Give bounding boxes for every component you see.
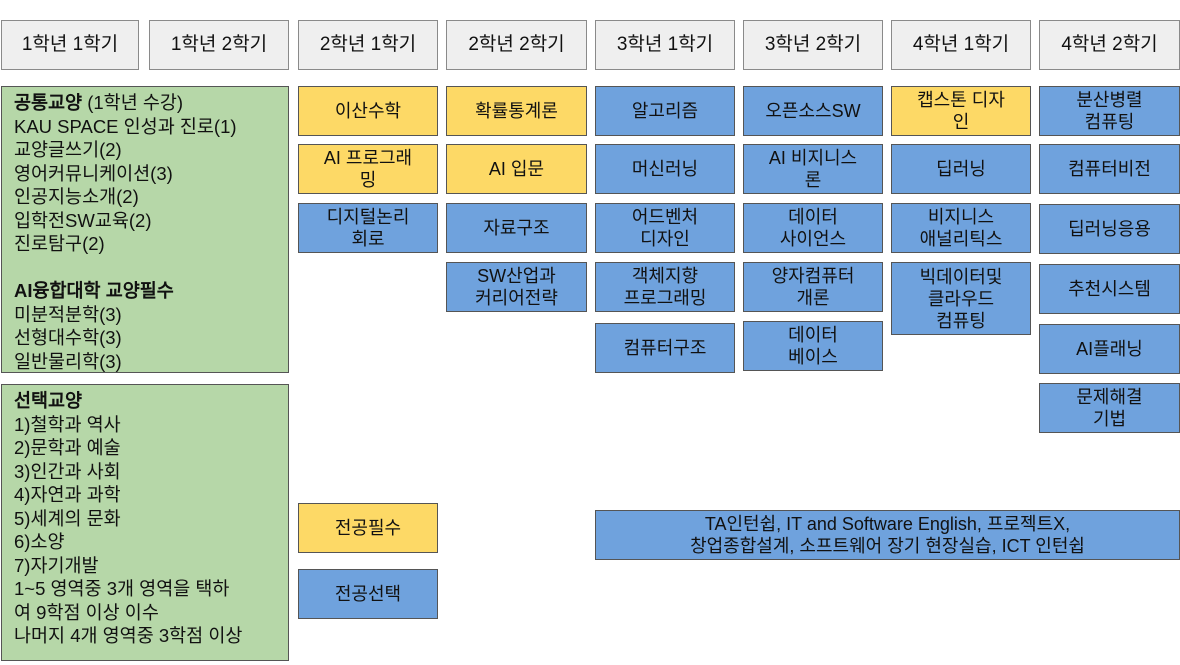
course-open-source-sw: 오픈소스SW	[743, 86, 883, 136]
course-data-structures: 자료구조	[446, 203, 587, 253]
general-item: 영어커뮤니케이션(3)	[14, 162, 173, 184]
elective-item: 5)세계의 문화	[14, 507, 121, 529]
header-y4s1: 4학년 1학기	[891, 20, 1031, 70]
general-item: 교양글쓰기(2)	[14, 139, 122, 160]
elective-item: 7)자기개발	[14, 554, 99, 576]
course-discrete-math: 이산수학	[298, 86, 438, 136]
ai-required-item: 미분적분학(3)	[14, 303, 122, 325]
ai-required-title: AI융합대학 교양필수	[14, 280, 174, 301]
ai-required-item: 선형대수학(3)	[14, 327, 122, 348]
course-business-analytics: 비지니스 애널리틱스	[891, 203, 1031, 253]
elective-education-panel: 선택교양 1)철학과 역사 2)문학과 예술 3)인간과 사회 4)자연과 과학…	[1, 384, 289, 661]
ai-required-item: 일반물리학(3)	[14, 350, 122, 372]
course-oop: 객체지향 프로그래밍	[595, 262, 735, 312]
elective-item: 6)소양	[14, 531, 65, 552]
course-deep-learning: 딥러닝	[891, 144, 1031, 194]
elective-item: 1)철학과 역사	[14, 413, 121, 435]
course-data-science: 데이터 사이언스	[743, 203, 883, 253]
legend-major-elective: 전공선택	[298, 569, 438, 619]
elective-item: 나머지 4개 영역중 3학점 이상	[14, 625, 243, 646]
course-sw-industry-career: SW산업과 커리어전략	[446, 262, 587, 312]
header-y2s1: 2학년 1학기	[298, 20, 438, 70]
course-deep-learning-applications: 딥러닝응용	[1039, 204, 1180, 254]
course-machine-learning: 머신러닝	[595, 144, 735, 194]
course-ai-business: AI 비지니스 론	[743, 144, 883, 194]
course-computer-vision: 컴퓨터비전	[1039, 144, 1180, 194]
header-y1s1: 1학년 1학기	[1, 20, 139, 70]
elective-item: 4)자연과 과학	[14, 484, 121, 505]
course-capstone-design: 캡스톤 디자 인	[891, 86, 1031, 136]
elective-title: 선택교양	[14, 390, 83, 411]
legend-major-required: 전공필수	[298, 503, 438, 553]
header-y3s2: 3학년 2학기	[743, 20, 883, 70]
header-y1s2: 1학년 2학기	[149, 20, 289, 70]
general-item: 입학전SW교육(2)	[14, 209, 152, 231]
course-distributed-computing: 분산병렬 컴퓨팅	[1039, 86, 1180, 136]
course-bigdata-cloud: 빅데이터및 클라우드 컴퓨팅	[891, 262, 1031, 335]
general-item: 인공지능소개(2)	[14, 186, 139, 207]
header-y2s2: 2학년 2학기	[446, 20, 587, 70]
elective-item: 1~5 영역중 3개 영역을 택하	[14, 578, 230, 599]
general-item: 진로탐구(2)	[14, 233, 105, 254]
course-recommender-systems: 추천시스템	[1039, 264, 1180, 314]
general-education-panel: 공통교양 (1학년 수강) KAU SPACE 인성과 진로(1) 교양글쓰기(…	[1, 86, 289, 373]
elective-item: 2)문학과 예술	[14, 437, 121, 458]
elective-item: 3)인간과 사회	[14, 460, 121, 482]
course-quantum-computer: 양자컴퓨터 개론	[743, 262, 883, 312]
course-adventure-design: 어드벤처 디자인	[595, 203, 735, 253]
course-database: 데이터 베이스	[743, 321, 883, 371]
general-title: 공통교양 (1학년 수강)	[14, 92, 184, 113]
course-computer-architecture: 컴퓨터구조	[595, 323, 735, 373]
course-problem-solving: 문제해결 기법	[1039, 383, 1180, 433]
header-y4s2: 4학년 2학기	[1039, 20, 1180, 70]
header-y3s1: 3학년 1학기	[595, 20, 735, 70]
course-digital-logic: 디지털논리 회로	[298, 203, 438, 253]
course-probability-statistics: 확률통계론	[446, 86, 587, 136]
course-algorithms: 알고리즘	[595, 86, 735, 136]
general-item: KAU SPACE 인성과 진로(1)	[14, 115, 237, 137]
internship-programs: TA인턴쉽, IT and Software English, 프로젝트X, 창…	[595, 510, 1180, 560]
course-ai-programming: AI 프로그래 밍	[298, 144, 438, 194]
course-ai-planning: AI플래닝	[1039, 324, 1180, 374]
elective-item: 여 9학점 이상 이수	[14, 601, 159, 623]
course-ai-intro: AI 입문	[446, 144, 587, 194]
